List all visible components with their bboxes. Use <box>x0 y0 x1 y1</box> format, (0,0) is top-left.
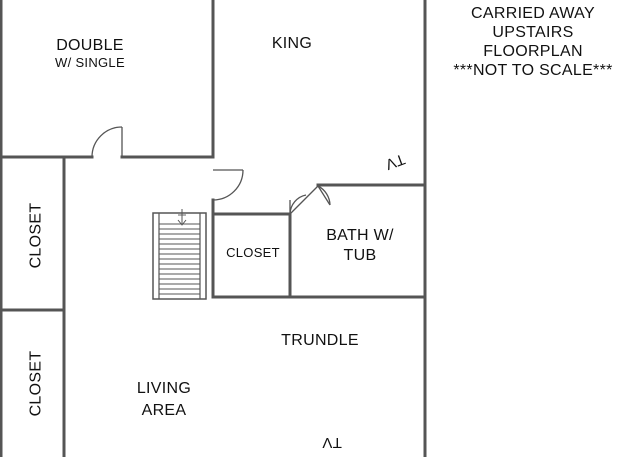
room-living-area: LIVING AREA <box>114 378 214 422</box>
plan-title: CARRIED AWAY UPSTAIRS FLOORPLAN ***NOT T… <box>430 4 636 80</box>
room-living-line-1: LIVING <box>136 380 192 397</box>
title-line-4: ***NOT TO SCALE*** <box>453 62 613 79</box>
room-bath-line-2: TUB <box>343 247 377 264</box>
door-bath-leaf-right <box>317 185 331 206</box>
title-line-2: UPSTAIRS <box>492 24 574 41</box>
tv-mark-trundle: TV <box>322 434 342 451</box>
room-double-line-2: W/ SINGLE <box>55 55 125 70</box>
title-line-3: FLOORPLAN <box>483 43 583 60</box>
room-bath-line-1: BATH W/ <box>326 227 394 244</box>
room-trundle: TRUNDLE <box>281 332 359 349</box>
door-double-swing <box>91 126 123 158</box>
room-living-line-2: AREA <box>141 402 187 419</box>
room-double-line-1: DOUBLE <box>56 37 124 54</box>
room-king: KING <box>271 35 313 52</box>
room-double: DOUBLE W/ SINGLE <box>30 36 150 71</box>
door-bath-leaf-left <box>289 185 319 215</box>
door-king-swing <box>212 169 244 201</box>
room-bath: BATH W/ TUB <box>305 226 415 266</box>
room-closet-left-upper: CLOSET <box>27 202 45 269</box>
staircase <box>152 209 207 300</box>
title-line-1: CARRIED AWAY <box>471 5 595 22</box>
room-closet-middle: CLOSET <box>226 245 280 260</box>
room-closet-left-lower: CLOSET <box>27 350 45 417</box>
door-bath-swing-right <box>317 185 331 206</box>
